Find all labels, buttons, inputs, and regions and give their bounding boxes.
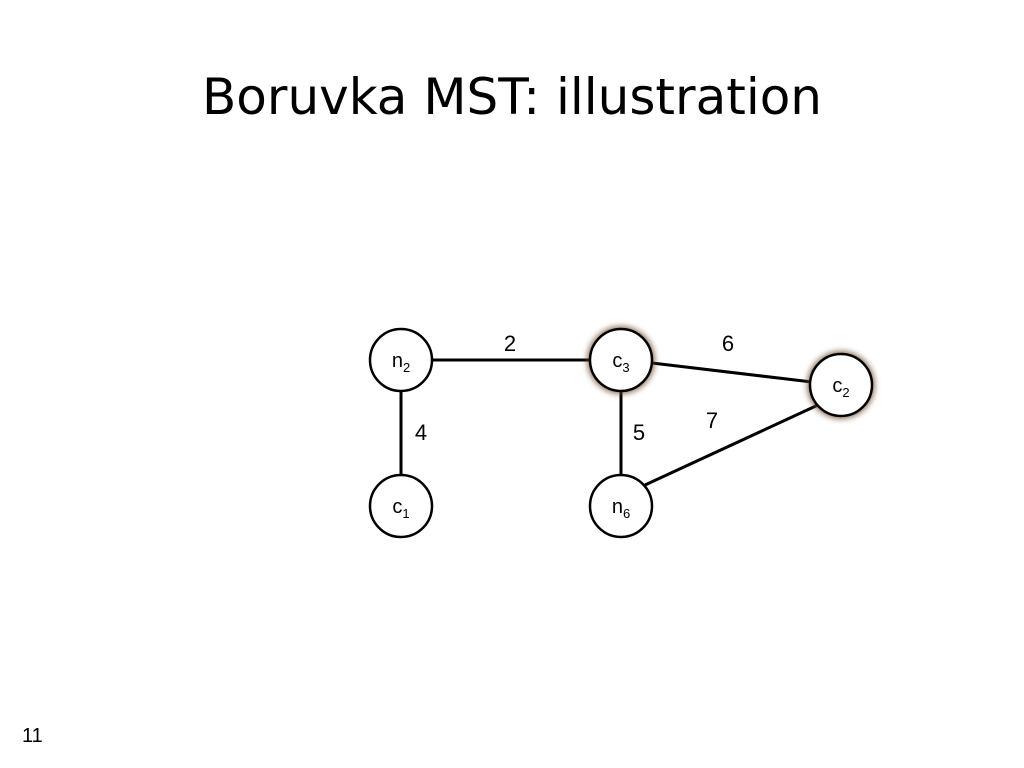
- svg-text:c3: c3: [612, 350, 629, 375]
- node-c2-label: c: [832, 375, 842, 397]
- node-c1-subscript: 1: [402, 506, 409, 521]
- node-c1-label: c: [392, 496, 402, 518]
- svg-text:n6: n6: [612, 496, 630, 521]
- node-n2: n2: [368, 327, 434, 393]
- node-c3: c3: [587, 326, 655, 394]
- node-n2-subscript: 2: [403, 360, 410, 375]
- svg-text:c1: c1: [392, 496, 409, 521]
- node-c3-subscript: 3: [622, 360, 629, 375]
- node-c3-label: c: [612, 350, 622, 372]
- node-c2-subscript: 2: [842, 385, 849, 400]
- edge-weight-n6-c2: 7: [706, 408, 718, 433]
- edge-weight-n2-c1: 4: [415, 420, 427, 445]
- edge-c3-c2: [651, 361, 813, 384]
- node-n6-subscript: 6: [623, 506, 630, 521]
- node-n6-label: n: [612, 496, 623, 518]
- slide-number: 11: [22, 725, 43, 747]
- slide-title: Boruvka MST: illustration: [202, 68, 822, 126]
- edge-weight-c3-c2: 6: [722, 331, 734, 356]
- svg-text:n2: n2: [392, 350, 410, 375]
- node-n6: n6: [588, 473, 654, 539]
- node-n2-label: n: [392, 350, 403, 372]
- edge-weight-c3-n6: 5: [633, 420, 645, 445]
- node-c1: c1: [368, 473, 434, 539]
- edge-weight-n2-c3: 2: [504, 331, 516, 356]
- edge-n6-c2: [644, 403, 819, 487]
- node-c2: c2: [807, 351, 875, 419]
- svg-text:c2: c2: [832, 375, 849, 400]
